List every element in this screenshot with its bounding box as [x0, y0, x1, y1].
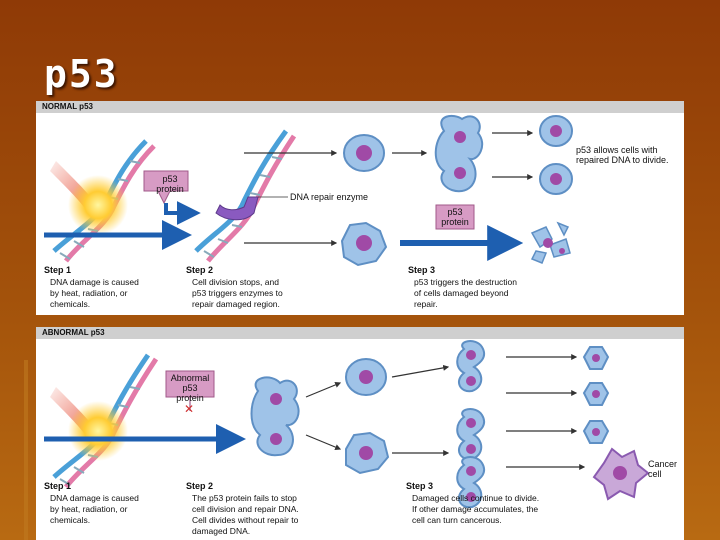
column-nuclei — [466, 350, 476, 502]
p53-protein-shape — [143, 170, 189, 205]
normal-step3-line2: of cells damaged beyond — [414, 288, 509, 298]
dividing-cells-column — [456, 340, 486, 509]
daughter-cell-1 — [539, 115, 573, 147]
repaired-cell — [343, 134, 385, 172]
decorative-bar — [24, 360, 28, 540]
arrow-to-column-top — [391, 364, 450, 378]
p53-step3-label-line1: p53 — [447, 207, 463, 217]
slide-title: p53 — [44, 52, 119, 96]
abnormal-step2-line4: damaged DNA. — [192, 526, 251, 536]
normal-step2-title: Step 2 — [186, 265, 214, 275]
abnormal-diagram: ✕ — [44, 340, 650, 509]
abnormal-header: ABNORMAL p53 — [36, 327, 684, 339]
abnormal-cell-a — [345, 358, 387, 396]
arrows-to-right-cells — [506, 354, 586, 470]
abnormal-step2-line1: The p53 protein fails to stop — [192, 493, 297, 503]
p53-step3-label: p53 protein — [438, 207, 472, 227]
abnormal-step1-line3: chemicals. — [50, 515, 91, 525]
normal-diagram — [44, 114, 573, 267]
normal-step3-line1: p53 triggers the destruction — [414, 277, 518, 287]
divide-label-line1: p53 allows cells with — [576, 145, 658, 155]
abnormal-step3-title: Step 3 — [406, 481, 434, 491]
damage-glow-abnormal — [68, 401, 128, 461]
abnormal-step1-line2: by heat, radiation, or — [50, 504, 128, 514]
normal-step3-title: Step 3 — [408, 265, 436, 275]
right-cell-nuclei — [592, 354, 600, 436]
normal-p53-panel: NORMAL p53 — [36, 101, 684, 315]
abnormal-p53-label-line1: Abnormal — [170, 373, 210, 383]
cancer-cell — [592, 447, 650, 501]
normal-step1-line1: DNA damage is caused — [50, 277, 139, 287]
arrow-to-cell-a — [305, 382, 342, 398]
p53-protein-label-line1: p53 — [162, 174, 178, 184]
divide-label-line2: repaired DNA to divide. — [576, 155, 669, 165]
abnormal-step2-text: The p53 protein fails to stop cell divis… — [192, 493, 299, 537]
normal-step2-text: Cell division stops, and p53 triggers en… — [192, 277, 283, 310]
abnormal-step2-title: Step 2 — [186, 481, 214, 491]
abnormal-step3-text: Damaged cells continue to divide. If oth… — [412, 493, 539, 526]
dna-repair-enzyme-label: DNA repair enzyme — [290, 192, 369, 202]
dna-helix-step2 — [194, 129, 297, 263]
abnormal-step2-line2: cell division and repair DNA. — [192, 504, 299, 514]
abnormal-p53-label-line2: p53 protein — [176, 383, 204, 403]
cancer-cell-label-line2: cell — [648, 469, 662, 479]
blocked-x-icon: ✕ — [184, 402, 194, 416]
abnormal-step3-line2: If other damage accumulates, the — [412, 504, 539, 514]
abnormal-p53-label: Abnormal p53 protein — [168, 373, 212, 403]
p53-step3-label-line2: protein — [441, 217, 469, 227]
arrow-protein-to-repair — [164, 201, 201, 225]
normal-step1-line3: chemicals. — [50, 299, 91, 309]
daughter-cell-2 — [539, 163, 573, 195]
p53-protein-step3-shape — [435, 204, 475, 230]
destroyed-cell-fragments — [530, 221, 571, 264]
cancer-cell-label-line1: Cancer — [648, 459, 678, 469]
p53-protein-label: p53 protein — [154, 174, 186, 194]
abnormal-p53-panel: ABNORMAL p53 — [36, 327, 684, 540]
abnormal-step1-line1: DNA damage is caused — [50, 493, 139, 503]
normal-step3-text: p53 triggers the destruction of cells da… — [414, 277, 517, 310]
abnormal-step3-line1: Damaged cells continue to divide. — [412, 493, 540, 503]
abnormal-dividing-cell — [250, 376, 300, 457]
normal-header: NORMAL p53 — [36, 101, 684, 113]
dna-repair-enzyme — [215, 196, 259, 221]
abnormal-step2-line3: Cell divides without repair to — [192, 515, 299, 525]
abnormal-cell-b — [345, 431, 390, 475]
p53-protein-label-line2: protein — [156, 184, 184, 194]
abnormal-step3-line3: cell can turn cancerous. — [412, 515, 502, 525]
normal-step2-line1: Cell division stops, and — [192, 277, 279, 287]
normal-step3-line3: repair. — [414, 299, 438, 309]
normal-step1-title: Step 1 — [44, 265, 72, 275]
normal-step2-line3: repair damaged region. — [192, 299, 280, 309]
damaged-cell — [340, 221, 388, 267]
dividing-cell — [434, 114, 484, 193]
arrow-to-cell-b — [305, 434, 342, 450]
cancer-cell-label: Cancer cell — [648, 459, 677, 479]
normal-step1-line2: by heat, radiation, or — [50, 288, 128, 298]
damage-glow — [68, 175, 128, 235]
divide-label: p53 allows cells with repaired DNA to di… — [576, 145, 669, 165]
abnormal-p53-shape — [165, 370, 215, 398]
abnormal-step1-text: DNA damage is caused by heat, radiation,… — [50, 493, 139, 526]
normal-step2-line2: p53 triggers enzymes to — [192, 288, 283, 298]
abnormal-step1-title: Step 1 — [44, 481, 72, 491]
normal-step1-text: DNA damage is caused by heat, radiation,… — [50, 277, 139, 310]
